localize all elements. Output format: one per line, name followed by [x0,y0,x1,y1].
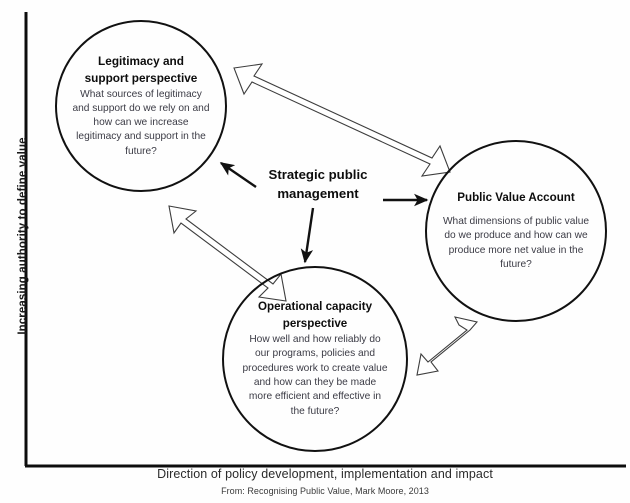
center-label-strategic-public-management: Strategic public management [253,165,383,203]
node-public-value-account[interactable]: Public Value Account What dimensions of … [425,140,607,322]
node-title-line-2: support perspective [84,70,198,85]
x-axis-label: Direction of policy development, impleme… [157,467,493,481]
link-operational-capacity-to-public-value-account [416,316,479,376]
node-title-line-2: perspective [282,316,348,330]
node-content: Legitimacy and support perspective What … [70,53,211,159]
center-label-line-2: management [277,186,359,202]
node-body: What dimensions of public value do we pr… [442,216,590,270]
node-content: Public Value Account What dimensions of … [441,190,591,273]
node-content: Operational capacity perspective How wel… [242,299,388,419]
node-title: Operational capacity perspective [242,299,388,332]
node-title: Legitimacy and support perspective [70,53,211,87]
center-label-line-1: Strategic public [268,167,368,182]
pointer-to-legitimacy-circle [219,162,257,188]
node-body: What sources of legitimacy and support d… [72,88,210,157]
source-caption: From: Recognising Public Value, Mark Moo… [221,486,429,496]
node-title-line-1: Operational capacity [257,300,373,314]
pointer-to-operational-capacity-circle [300,207,315,264]
node-body: How well and how reliably do our program… [242,334,388,417]
node-legitimacy-and-support-perspective[interactable]: Legitimacy and support perspective What … [55,20,227,192]
link-legitimacy-to-public-value-account [233,63,451,177]
node-title: Public Value Account [457,190,575,204]
y-axis-label: Increasing authority to define value [17,137,29,335]
node-operational-capacity-perspective[interactable]: Operational capacity perspective How wel… [222,266,408,452]
node-title-line-1: Legitimacy and [98,54,184,69]
